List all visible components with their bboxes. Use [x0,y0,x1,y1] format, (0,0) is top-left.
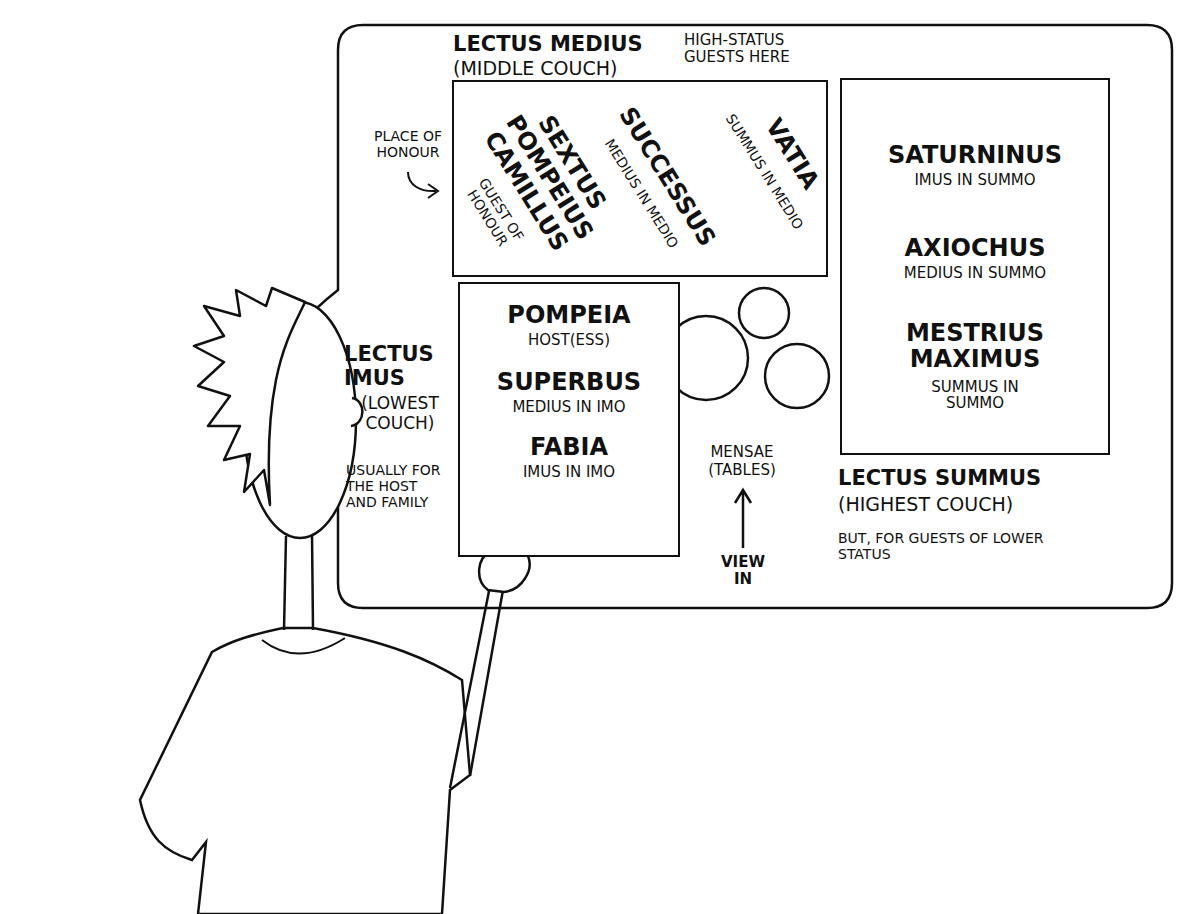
tunic [140,628,470,914]
guest-name: POMPEIA [507,302,630,328]
guest-name: MESTRIUS MAXIMUS [868,320,1083,373]
guest-name: SATURNINUS [888,142,1062,168]
note: USUALLY FOR THE HOST AND FAMILY [346,462,450,510]
arm [450,586,503,788]
speech-board [258,25,1172,608]
guest-name: AXIOCHUS [905,235,1046,261]
honour-arrow [408,172,436,191]
table-circle [739,288,789,338]
table-circle [765,344,829,408]
view-label: VIEW IN [714,554,772,589]
hair [194,288,305,505]
couch-title: LECTUS IMUS [344,342,440,390]
note: PLACE OF HONOUR [366,128,450,160]
place-note: HOST(ESS) [528,332,610,349]
collar [262,638,345,654]
tables-label: MENSAE [692,444,792,461]
guest-name: FABIA [530,434,608,460]
guest-name: SUPERBUS [497,369,641,395]
place-note: MEDIUS IN IMO [512,399,625,416]
place-note: SUMMUS IN SUMMO [910,379,1040,412]
middle-couch-box: SEXTUS POMPEIUS CAMILLUSGUEST OF HONOURS… [452,80,828,277]
highest-couch-box: SATURNINUS IMUS IN SUMMO AXIOCHUS MEDIUS IN… [840,78,1110,455]
place-note: IMUS IN SUMMO [914,172,1035,189]
view-arrow [735,490,751,548]
tables-label: (TABLES) [692,462,792,479]
couch-subtitle: (HIGHEST COUCH) [838,494,1128,516]
honour-arrowhead [428,184,438,198]
place-note: IMUS IN IMO [523,464,615,481]
place-note: MEDIUS IN SUMMO [904,265,1046,282]
couch-subtitle: (MIDDLE COUCH) [453,58,683,80]
couch-subtitle: (LOWEST COUCH) [352,394,448,433]
note: HIGH-STATUS GUESTS HERE [684,32,834,67]
ear [351,398,362,426]
lowest-couch-box: POMPEIA HOST(ESS) SUPERBUS MEDIUS IN IMO FAB… [458,282,680,557]
couch-title: LECTUS SUMMUS [838,466,1128,490]
neck [284,534,313,630]
couch-title: LECTUS MEDIUS [453,32,683,56]
note: BUT, FOR GUESTS OF LOWER STATUS [838,530,1058,562]
